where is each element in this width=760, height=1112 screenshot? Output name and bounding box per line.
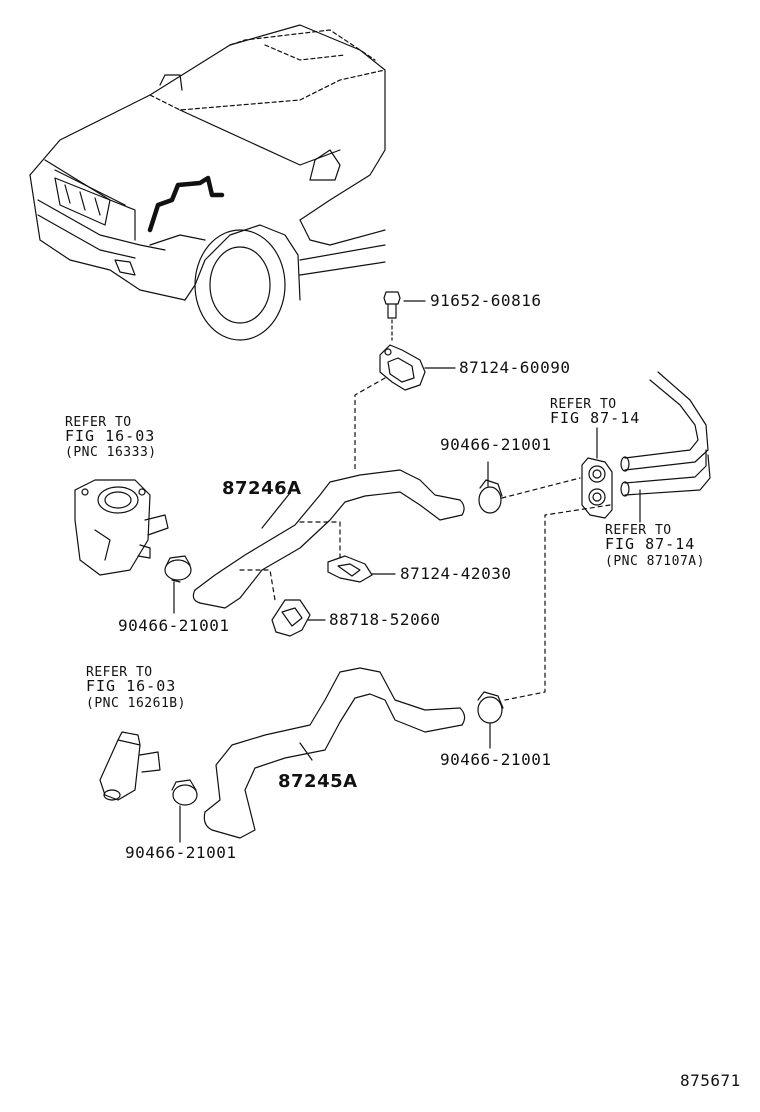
hose-upper-part — [192, 469, 465, 609]
clamp-upper-part — [379, 344, 426, 391]
dash-clamp-upper — [354, 377, 386, 471]
water-outlet-part — [74, 479, 169, 576]
dash-hose-upper — [299, 521, 341, 561]
heater-pipe-part — [620, 371, 711, 497]
hose-clamp-left-lower-part — [171, 779, 198, 806]
vehicle-hose-highlight — [147, 175, 225, 233]
ref-heater-pipe-line1: REFER TO — [605, 523, 672, 538]
dash-clamp-right-upper — [501, 477, 581, 499]
part-number-hose-upper: 87246A — [222, 478, 302, 499]
part-number-bolt: 91652-60816 — [430, 291, 542, 310]
leader-hose-lower — [299, 742, 313, 761]
ref-water-valve-line3: (PNC 16261B) — [86, 696, 186, 711]
part-number-hose-clamp-left-upper: 90466-21001 — [118, 616, 230, 635]
dash-hose-upper-2 — [239, 569, 276, 601]
ref-grommet-line1: REFER TO — [550, 397, 617, 412]
ref-water-outlet-line3: (PNC 16333) — [65, 445, 157, 460]
ref-heater-pipe-line2: FIG 87-14 — [605, 535, 696, 553]
ref-water-valve-line1: REFER TO — [86, 665, 153, 680]
part-number-clamp-mid: 87124-42030 — [400, 564, 512, 583]
hose-clamp-left-upper-part — [164, 555, 192, 583]
ref-water-outlet-line2: FIG 16-03 — [65, 427, 156, 445]
vehicle-illustration — [29, 24, 386, 341]
part-number-clamp-bracket: 88718-52060 — [329, 610, 441, 629]
part-number-hose-clamp-right-lower: 90466-21001 — [440, 750, 552, 769]
ref-water-outlet-line1: REFER TO — [65, 415, 132, 430]
part-number-clamp-upper: 87124-60090 — [459, 358, 571, 377]
ref-heater-pipe-line3: (PNC 87107A) — [605, 554, 705, 569]
hose-clamp-right-upper-part — [478, 479, 503, 514]
leader-hose-upper — [261, 492, 291, 529]
figure-number: 875671 — [680, 1071, 741, 1090]
part-number-hose-clamp-left-lower: 90466-21001 — [125, 843, 237, 862]
part-number-hose-lower: 87245A — [278, 771, 358, 792]
ref-water-valve-line2: FIG 16-03 — [86, 677, 177, 695]
hose-lower-part — [203, 667, 466, 839]
water-valve-part — [99, 731, 161, 801]
ref-grommet-line2: FIG 87-14 — [550, 409, 641, 427]
clamp-mid-part — [327, 555, 373, 583]
dash-heater-pipe — [504, 504, 611, 701]
part-number-hose-clamp-right-upper: 90466-21001 — [440, 435, 552, 454]
bolt-part — [383, 291, 401, 341]
hose-clamp-right-lower-part — [477, 691, 504, 724]
clamp-bracket-part — [271, 599, 311, 637]
